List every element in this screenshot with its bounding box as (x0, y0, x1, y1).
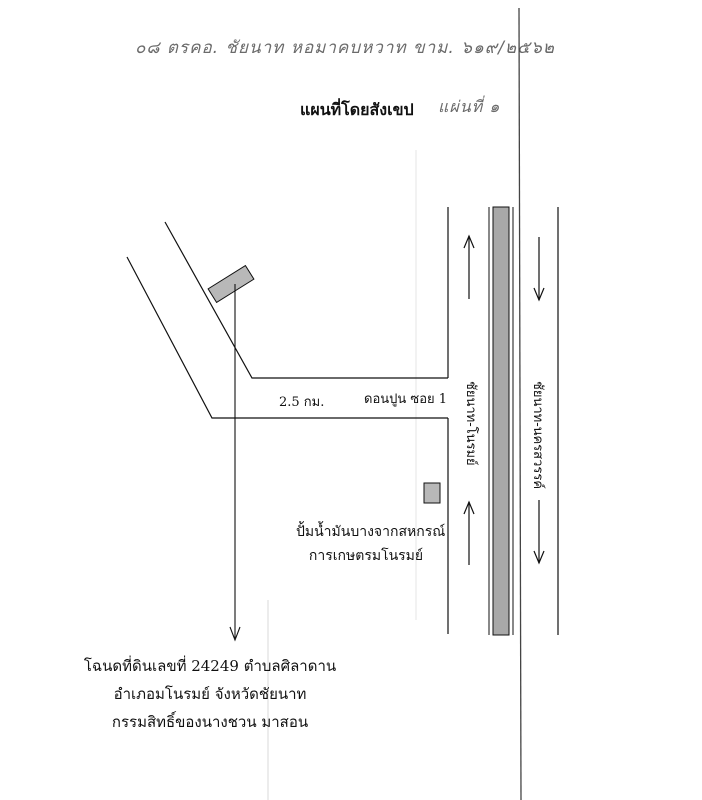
arrow-up-bottom (463, 500, 475, 565)
gas-station-label: ปั้มน้ำมันบางจากสหกรณ์ การเกษตรมโนรมย์ (296, 520, 446, 568)
handwritten-sheet-note: แผ่นที่ ๑ (438, 97, 501, 116)
gas-station-marker (423, 482, 441, 504)
access-road-upper-edge (164, 221, 448, 379)
gas-station-label-line-2: การเกษตรมโนรมย์ (308, 548, 424, 564)
arrow-down-bottom (533, 500, 545, 565)
parcel-pointer-arrowhead (229, 626, 241, 642)
land-parcel-marker (207, 264, 255, 304)
road-right-label: ชัยนาท-นครสวรรค์ (530, 381, 546, 489)
deed-line-1: โฉนดที่ดินเลขที่ 24249 ตำบลศิลาดาน (83, 657, 337, 675)
access-road-lower-edge (126, 256, 448, 419)
page-fold-line (518, 7, 522, 800)
map-title: แผนที่โดยสังเขป (300, 100, 414, 119)
distance-label: 2.5 กม. (279, 395, 324, 410)
deed-line-2: อำเภอมโนรมย์ จังหวัดชัยนาท (113, 685, 307, 703)
arrow-up-top (463, 234, 475, 299)
gas-station-label-line-1: ปั้มน้ำมันบางจากสหกรณ์ (296, 524, 446, 540)
arrow-down-top (533, 237, 545, 302)
road-left-label: ชัยนาท-โนรมย์ (463, 381, 479, 466)
handwritten-reference-note: ๐๘ ตรคอ. ชัยนาท หอมาคบหวาท ขาม. ๖๑๙/๒๕๖๒ (135, 38, 555, 58)
land-deed-info: โฉนดที่ดินเลขที่ 24249 ตำบลศิลาดาน อำเภอ… (60, 652, 360, 736)
soi-label: ดอนปูน ซอย 1 (364, 392, 447, 407)
highway-median (492, 206, 510, 636)
deed-line-3: กรรมสิทธิ์ของนางชวน มาสอน (111, 713, 309, 731)
